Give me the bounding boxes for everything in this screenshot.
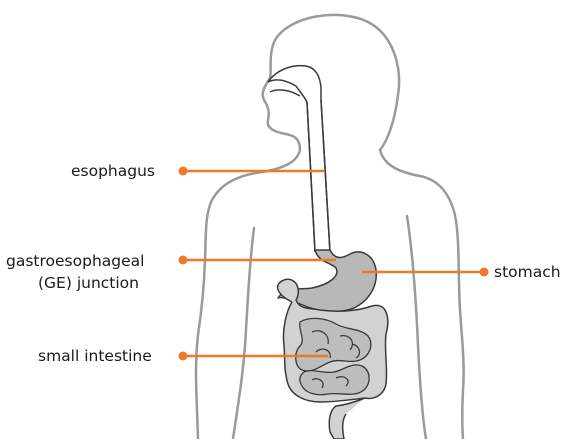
label-stomach: stomach (494, 262, 561, 282)
label-ge-junction-line1: gastroesophageal (6, 251, 144, 271)
label-ge-junction-line2: (GE) junction (38, 273, 139, 293)
head-outline (263, 15, 399, 150)
leader-esophagus-dot (179, 167, 188, 176)
leader-small-intestine-dot (179, 352, 188, 361)
leader-stomach-dot (480, 268, 489, 277)
esophagus-tube (307, 100, 330, 252)
label-small-intestine: small intestine (38, 346, 152, 366)
right-arm-inner (407, 216, 426, 439)
esophagus-organ (268, 66, 330, 252)
label-esophagus: esophagus (71, 161, 155, 181)
oral-cavity (268, 66, 330, 252)
leader-ge-junction-dot (179, 256, 188, 265)
